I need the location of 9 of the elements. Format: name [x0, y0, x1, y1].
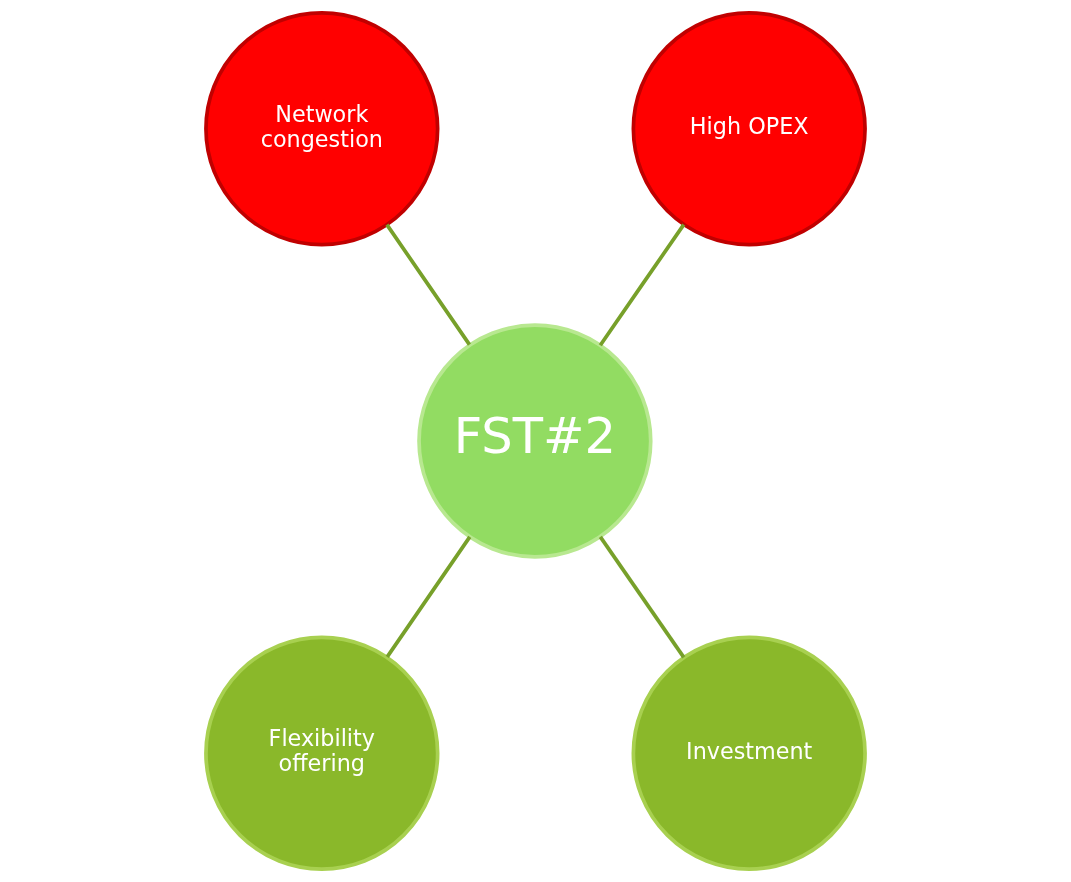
node-circle: High OPEX [631, 11, 867, 247]
node-circle: Network congestion [204, 11, 440, 247]
node-circle: Investment [631, 635, 867, 871]
node-circle: Flexibility offering [204, 635, 440, 871]
node-circle: FST#2 [417, 323, 653, 559]
connector [598, 223, 686, 347]
connector [598, 535, 686, 659]
connector [385, 223, 471, 346]
connector [385, 535, 472, 658]
